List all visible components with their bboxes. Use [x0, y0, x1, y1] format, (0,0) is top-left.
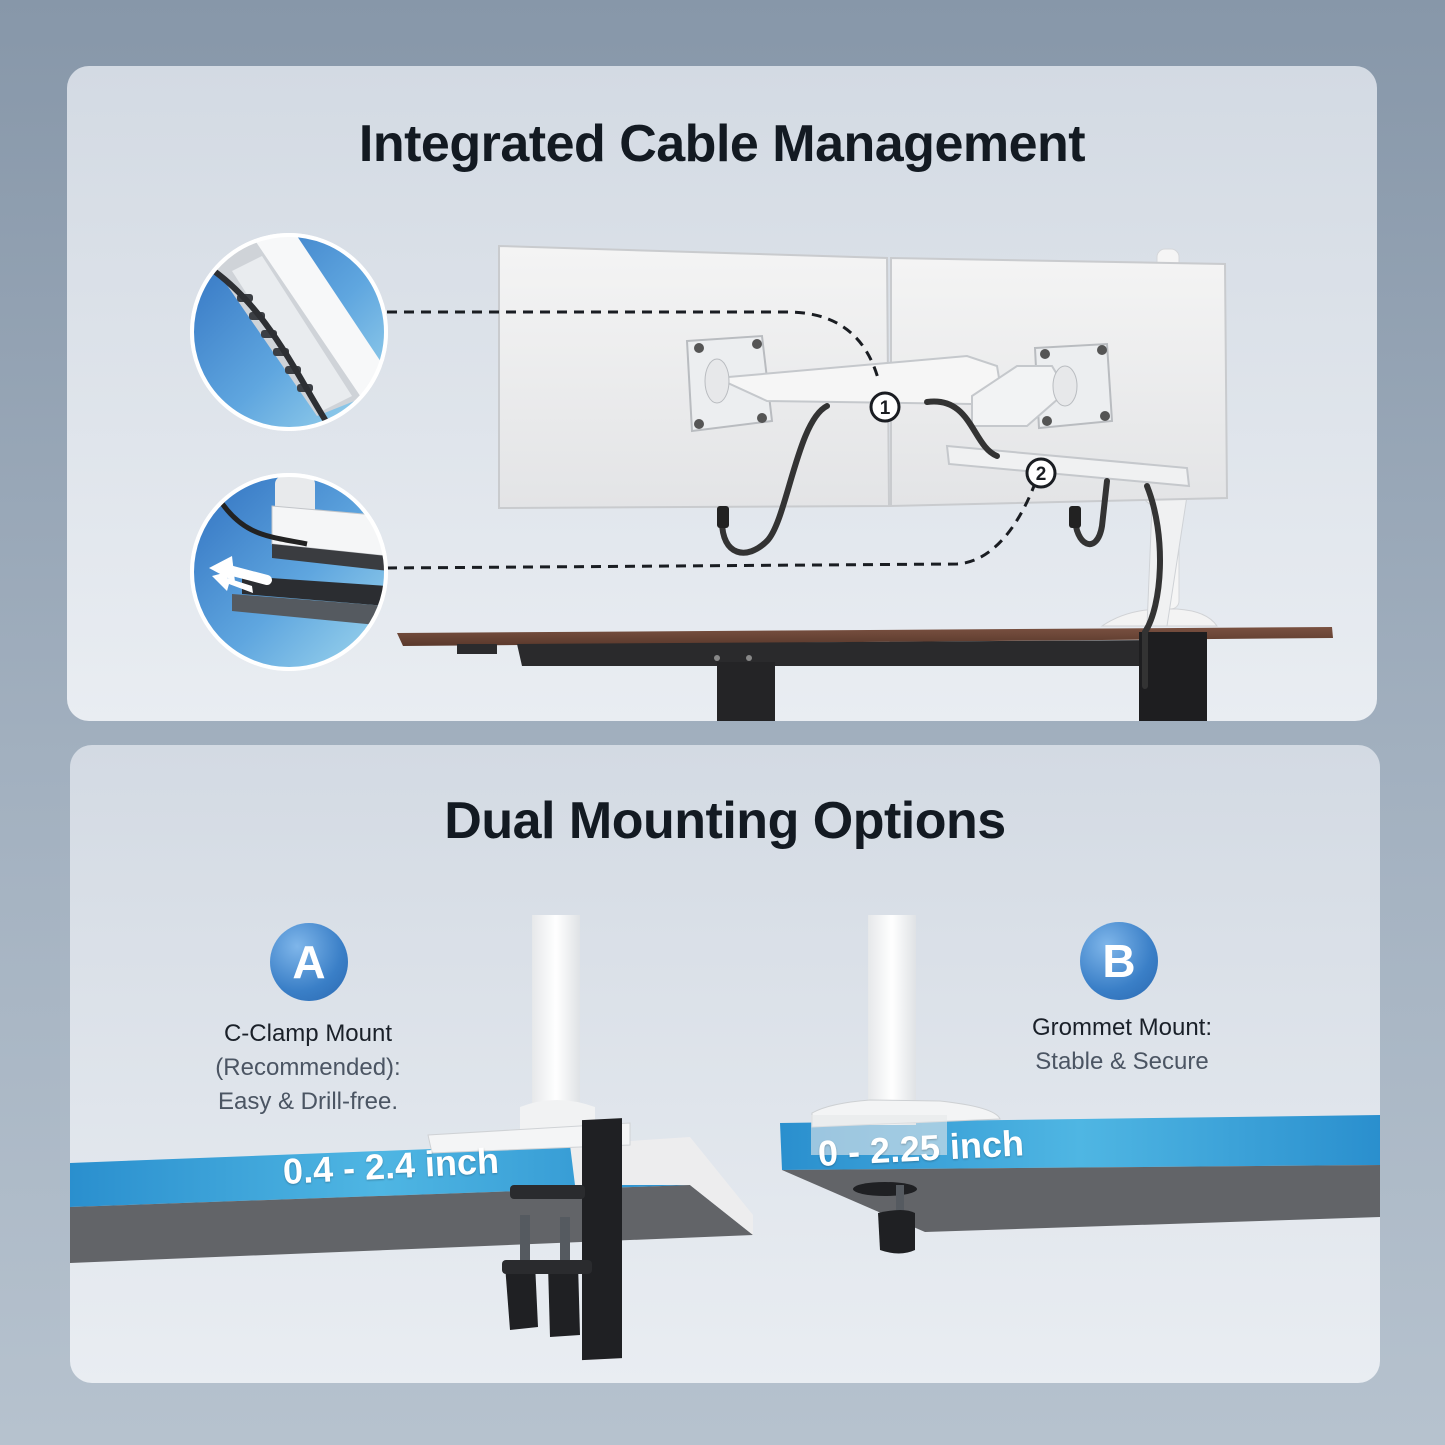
grommet-mount-illustration — [780, 915, 1380, 1254]
cable-clip-arrow-closeup-icon — [190, 473, 388, 671]
mounting-options-panel: Dual Mounting Options A C-Clamp Mount (R… — [70, 745, 1380, 1383]
cable-channel-closeup-icon — [190, 233, 388, 431]
option-a-description: C-Clamp Mount (Recommended): Easy & Dril… — [158, 1017, 458, 1119]
desk — [397, 627, 1333, 721]
mounting-options-title: Dual Mounting Options — [444, 792, 1006, 850]
callout-number-1: 1 — [880, 398, 891, 419]
cable-management-panel: 1 2 — [67, 66, 1377, 721]
callout-marker-2: 2 — [1025, 457, 1057, 489]
cable-management-title: Integrated Cable Management — [358, 115, 1086, 173]
option-b-badge: B — [1080, 922, 1158, 1000]
option-a-note: (Recommended): — [215, 1054, 401, 1081]
option-b-detail: Stable & Secure — [1035, 1048, 1209, 1075]
option-a-badge: A — [270, 923, 348, 1001]
callout-marker-1: 1 — [869, 391, 901, 423]
callout-number-2: 2 — [1036, 464, 1047, 485]
dual-monitors — [498, 244, 1229, 689]
mounting-options-illustration — [70, 915, 1380, 1361]
cable-management-illustration: 1 2 — [190, 233, 1333, 721]
option-a-detail: Easy & Drill-free. — [217, 1088, 399, 1115]
option-b-description: Grommet Mount: Stable & Secure — [972, 1011, 1272, 1079]
option-b-name: Grommet Mount: — [1031, 1014, 1213, 1041]
option-a-name: C-Clamp Mount — [223, 1020, 393, 1047]
c-clamp-mount-illustration — [70, 915, 753, 1361]
